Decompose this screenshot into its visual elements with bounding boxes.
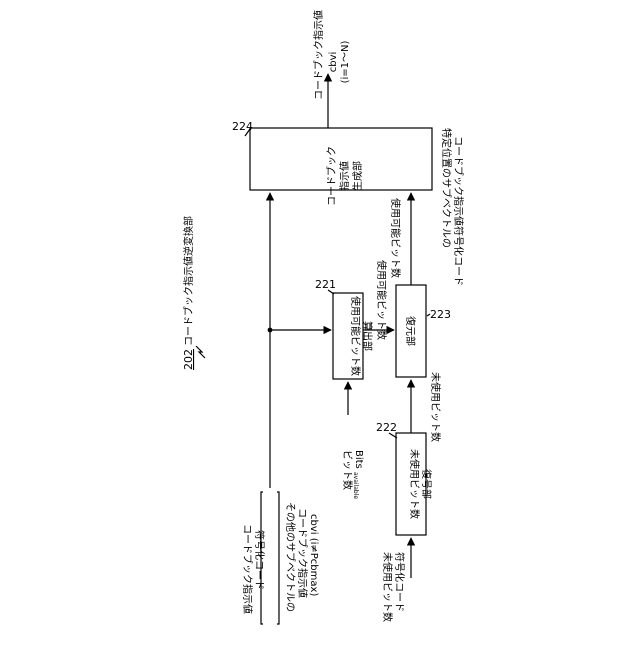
- main-input-line-4: コードブック指示値: [296, 508, 309, 598]
- block-223-number: 223: [430, 308, 451, 321]
- block-221-number: 221: [315, 278, 336, 291]
- available-bits-text-1: 使用可能ビット数: [375, 260, 388, 340]
- block-221-line-2: 算出部: [361, 321, 374, 351]
- output-label: コードブック指示値: [312, 10, 325, 100]
- block-222-line-1: 未使用ビット数: [408, 449, 421, 519]
- main-input-bracket-bottom: [277, 492, 279, 624]
- specific-input-label: 特定位置のサブベクトルの コードブック指示値符号化コード: [440, 128, 465, 286]
- unused-bits-mid-label: 未使用ビット数: [429, 372, 442, 442]
- unused-code-label: 未使用ビット数 符号化コード: [381, 552, 406, 622]
- block-222-number: 222: [376, 421, 397, 434]
- block-224-line-3: 生成部: [351, 161, 364, 191]
- main-input-line-3: その他のサブベクトルの: [284, 502, 297, 612]
- block-222-line-2: 復号部: [420, 469, 433, 499]
- bits-label-line-2: Bits: [353, 450, 364, 469]
- block-224-number: 224: [232, 120, 253, 133]
- block-224-line-2: 指示値: [338, 161, 351, 191]
- bits-label-subscript: available: [352, 472, 359, 499]
- unused-code-line-2: 符号化コード: [393, 552, 406, 612]
- main-input-line-5: cbvi (i≠Pcbmax): [308, 514, 319, 596]
- title-group: 202 コードブック指示値逆変換部: [182, 216, 195, 370]
- unused-bits-mid-text: 未使用ビット数: [429, 372, 442, 442]
- specific-input-line-1: 特定位置のサブベクトルの: [440, 128, 453, 248]
- block-221-line-1: 使用可能ビット数: [349, 296, 362, 376]
- main-input-label: コードブック指示値 符号化コード: [241, 524, 266, 614]
- available-bits-label-2: 使用可能ビット数: [389, 198, 402, 278]
- specific-input-line-2: コードブック指示値符号化コード: [452, 136, 465, 286]
- title-number: 202: [182, 349, 195, 370]
- junction-dot: [268, 328, 273, 333]
- main-input-line-2: 符号化コード: [253, 530, 266, 590]
- title-leader: [196, 346, 205, 358]
- title-text: コードブック指示値逆変換部: [182, 216, 195, 346]
- block-223-line-1: 復元部: [404, 316, 417, 346]
- available-bits-label-1: 使用可能ビット数: [375, 260, 388, 340]
- output-label-line-2: cbvi: [328, 52, 339, 73]
- block-224-line-1: コードブック: [325, 146, 338, 206]
- available-bits-text-2: 使用可能ビット数: [389, 198, 402, 278]
- unused-code-line-1: 未使用ビット数: [381, 552, 394, 622]
- main-input-line-1: コードブック指示値: [241, 524, 254, 614]
- output-label-line-3: (i=1〜N): [340, 41, 351, 84]
- output-label-line-1: コードブック指示値: [312, 10, 325, 100]
